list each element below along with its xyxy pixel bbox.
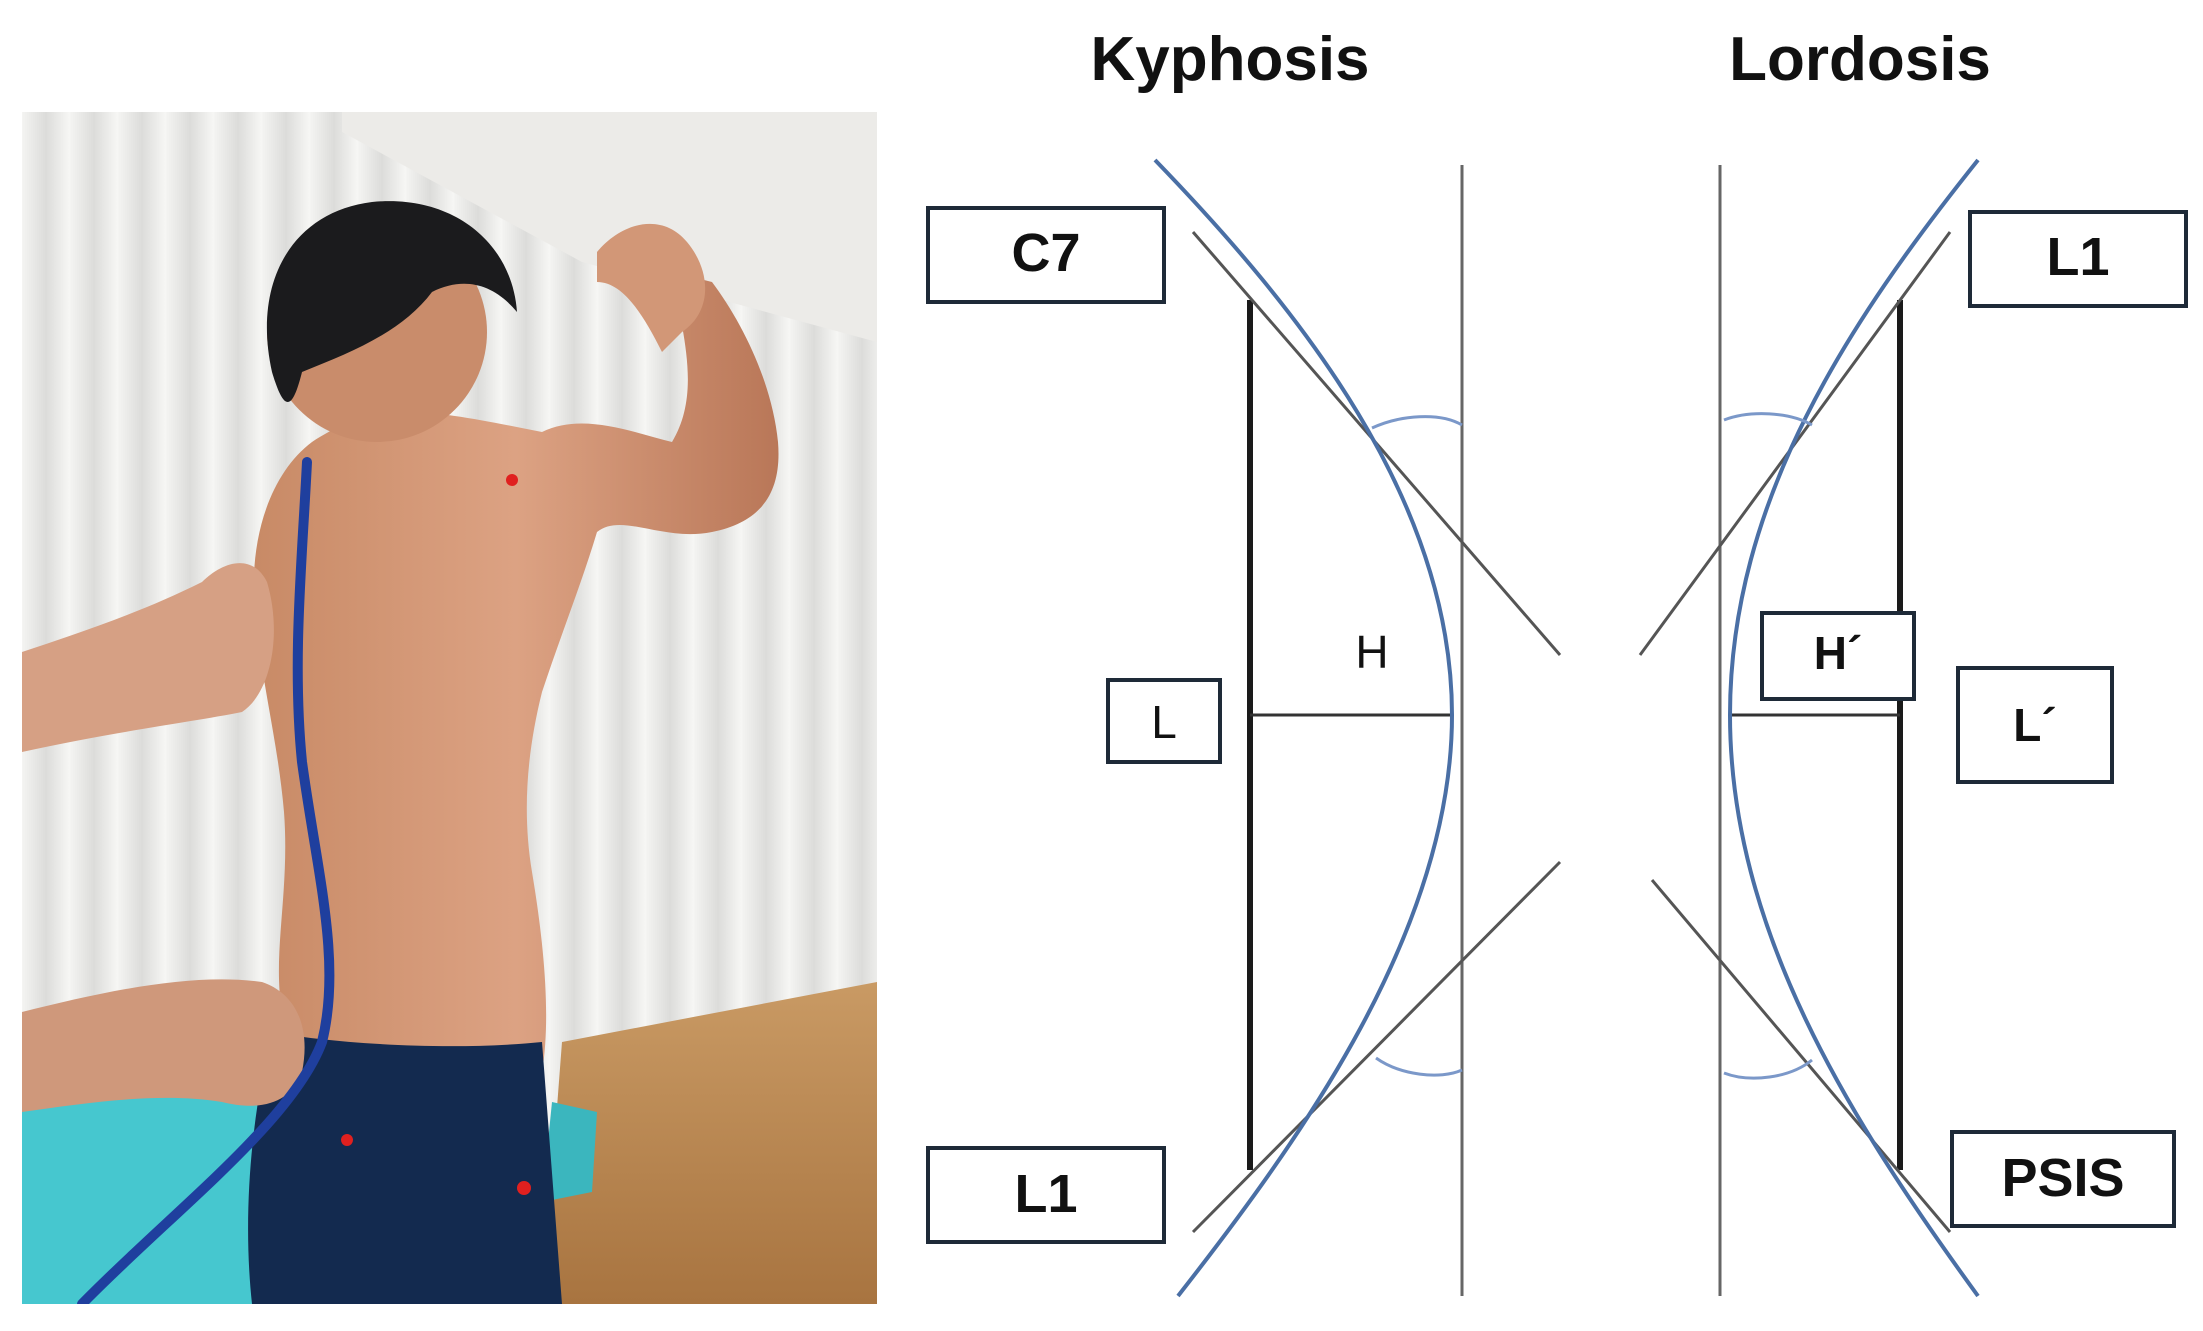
kyphosis-bottom-label: L1 (1014, 1164, 1077, 1224)
spinal-curvature-diagram: Kyphosis Lordosis C7 L1 L H L1 PSIS (926, 25, 2188, 1298)
kyphosis-bottom-label-box (926, 1146, 1166, 1244)
kyphosis-curve (1153, 158, 1455, 1298)
lordosis-bottom-label-box (1950, 1130, 2176, 1228)
assistant-arm-lower (22, 979, 305, 1112)
kyphosis-top-label-box (926, 206, 1166, 304)
lordosis-height-label: H´ (1814, 627, 1863, 679)
lordosis-title: Lordosis (1729, 25, 1991, 94)
measurement-photo (22, 112, 877, 1304)
marker-dot (506, 474, 518, 486)
assistant-arm-upper (22, 563, 274, 752)
ceiling (342, 112, 877, 342)
kyphosis-length-label: L (1151, 696, 1177, 748)
blue-mat (22, 1052, 322, 1304)
lordosis-lower-angle-arc (1723, 1058, 1813, 1080)
kyphosis-lower-angle-arc (1375, 1056, 1463, 1077)
person-arm-raised (597, 223, 706, 352)
lordosis-bottom-label: PSIS (2001, 1148, 2124, 1208)
kyphosis-upper-angle-arc (1371, 415, 1463, 430)
kyphosis-panel: C7 L1 L H (926, 158, 1562, 1298)
person-torso (253, 272, 779, 1072)
kyphosis-title: Kyphosis (1090, 25, 1369, 94)
lordosis-upper-angle-arc (1723, 412, 1813, 427)
kyphosis-lower-tangent (1191, 860, 1562, 1234)
flexible-ruler (77, 457, 335, 1304)
lordosis-top-label: L1 (2046, 227, 2109, 287)
kyphosis-length-label-box (1106, 678, 1222, 764)
marker-dot (341, 1134, 353, 1146)
marker-dot (517, 1181, 531, 1195)
blue-mat-end (542, 1102, 597, 1202)
lordosis-top-label-box (1968, 210, 2188, 308)
lordosis-length-label: L´ (2013, 699, 2056, 751)
wood-floor (542, 982, 877, 1304)
lordosis-lower-tangent (1650, 879, 1952, 1233)
shorts (248, 1032, 562, 1304)
lordosis-curve (1727, 158, 1980, 1298)
lordosis-length-label-box (1956, 666, 2114, 784)
lordosis-height-label-box (1760, 611, 1916, 701)
kyphosis-top-label: C7 (1011, 223, 1080, 283)
lordosis-panel: L1 PSIS H´ L´ (1638, 158, 2188, 1298)
person-hair (266, 201, 517, 402)
kyphosis-height-label: H (1355, 626, 1388, 678)
